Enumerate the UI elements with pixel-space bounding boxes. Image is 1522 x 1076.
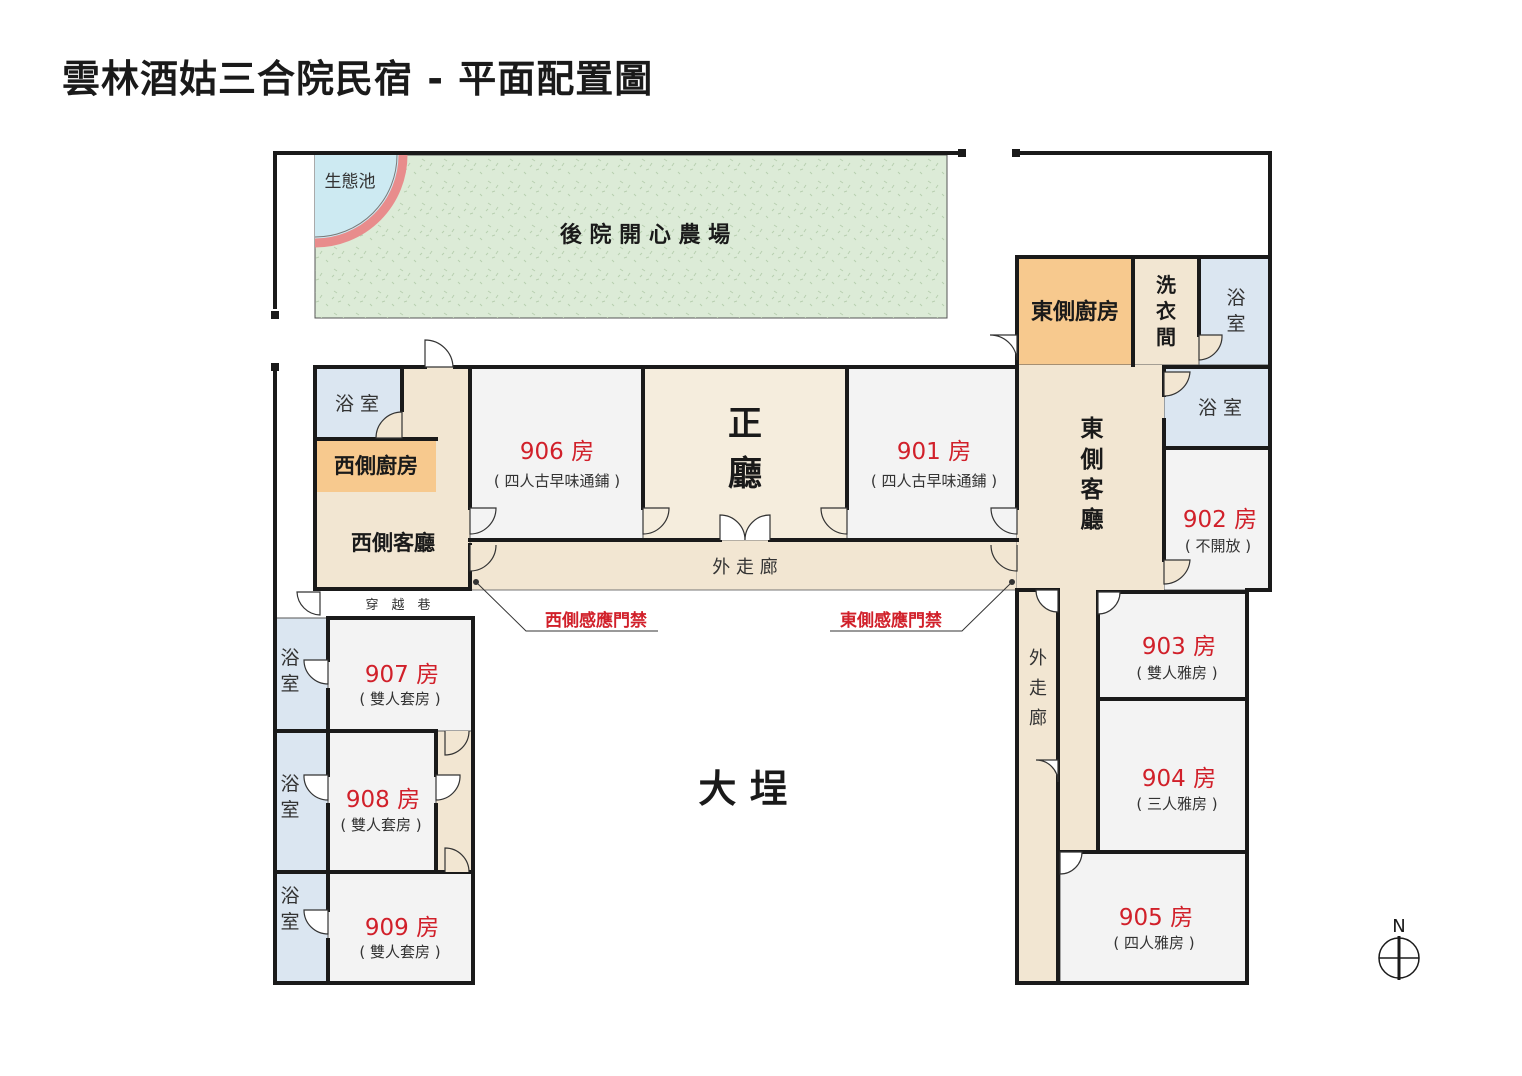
laundry-label-2: 衣 [1156, 299, 1176, 323]
room-905 [1059, 851, 1248, 984]
passage-label: 穿 越 巷 [365, 597, 430, 613]
walls [273, 151, 1272, 985]
sensor-leaders [475, 581, 1013, 632]
east-bath-1-label-2: 室 [1226, 313, 1245, 335]
east-bath-2-label: 浴 室 [1198, 397, 1242, 419]
doors [296, 334, 1223, 935]
west-kitchen [315, 440, 436, 492]
east-living-label-1: 東 [1081, 416, 1104, 442]
north-arrow-icon [1378, 936, 1420, 980]
east-living-label-3: 客 [1081, 476, 1105, 503]
east-bath-1-label-1: 浴 [1226, 287, 1245, 309]
room-903-note: ( 雙人雅房 ) [1136, 664, 1217, 682]
west-corridor [402, 367, 470, 440]
room-909 [327, 871, 474, 984]
room-905-number: 905 房 [1119, 905, 1193, 931]
east-corridor-label-3: 廊 [1029, 708, 1047, 729]
room-901-number: 901 房 [897, 439, 971, 465]
west-sensor-label: 西側感應門禁 [545, 610, 647, 631]
west-kitchen-label: 西側廚房 [334, 454, 418, 478]
farm-label: 後 院 開 心 農 場 [560, 222, 730, 248]
bath-909-label-2: 室 [280, 911, 299, 933]
room-902-number: 902 房 [1183, 507, 1257, 533]
room-902-note: ( 不開放 ) [1185, 537, 1251, 555]
east-corridor-label-1: 外 [1029, 648, 1047, 669]
room-906-note: ( 四人古早味通鋪 ) [494, 472, 620, 490]
laundry-label-1: 洗 [1156, 273, 1176, 297]
east-corridor-label-2: 走 [1029, 678, 1047, 699]
bath-907-label-2: 室 [280, 673, 299, 695]
room-908 [327, 730, 437, 873]
east-living-room [1017, 365, 1164, 590]
bath-907-label-1: 浴 [280, 647, 299, 669]
west-bath-label: 浴 室 [335, 393, 379, 415]
courtyard-label: 大 埕 [698, 767, 787, 811]
main-hall-label-1: 正 [728, 404, 762, 444]
north-label: N [1392, 916, 1405, 937]
bath-908-label-2: 室 [280, 799, 299, 821]
room-904-note: ( 三人雅房 ) [1136, 795, 1217, 813]
east-kitchen-label: 東側廚房 [1031, 299, 1119, 325]
room-909-note: ( 雙人套房 ) [359, 943, 440, 961]
eco-pond [315, 155, 403, 243]
room-907 [327, 617, 474, 732]
east-sensor-label: 東側感應門禁 [840, 610, 942, 631]
pond-label: 生態池 [325, 172, 376, 192]
room-908-note: ( 雙人套房 ) [340, 816, 421, 834]
west-living-room [315, 492, 470, 589]
bath-908-label-1: 浴 [280, 773, 299, 795]
laundry-label-3: 間 [1156, 325, 1176, 349]
bath-909-label-1: 浴 [280, 885, 299, 907]
room-903 [1097, 591, 1248, 700]
room-908-number: 908 房 [346, 787, 420, 813]
east-inner-corridor [1058, 590, 1098, 850]
east-living-label-2: 側 [1080, 447, 1104, 473]
outer-corridor-label: 外 走 廊 [712, 557, 777, 578]
room-903-number: 903 房 [1142, 634, 1216, 660]
room-904 [1097, 698, 1248, 853]
wall-end-caps [271, 149, 1020, 371]
room-901-note: ( 四人古早味通鋪 ) [871, 472, 997, 490]
room-907-number: 907 房 [365, 662, 439, 688]
room-901 [846, 366, 1018, 541]
room-909-number: 909 房 [365, 915, 439, 941]
room-906-number: 906 房 [520, 439, 594, 465]
room-904-number: 904 房 [1142, 766, 1216, 792]
east-living-label-4: 廳 [1081, 506, 1104, 533]
room-905-note: ( 四人雅房 ) [1113, 934, 1194, 952]
main-hall-label-2: 廳 [728, 454, 762, 494]
page-title: 雲林酒姑三合院民宿 - 平面配置圖 [62, 57, 654, 101]
room-907-note: ( 雙人套房 ) [359, 690, 440, 708]
west-living-label: 西側客廳 [351, 531, 435, 555]
east-kitchen [1016, 256, 1134, 366]
